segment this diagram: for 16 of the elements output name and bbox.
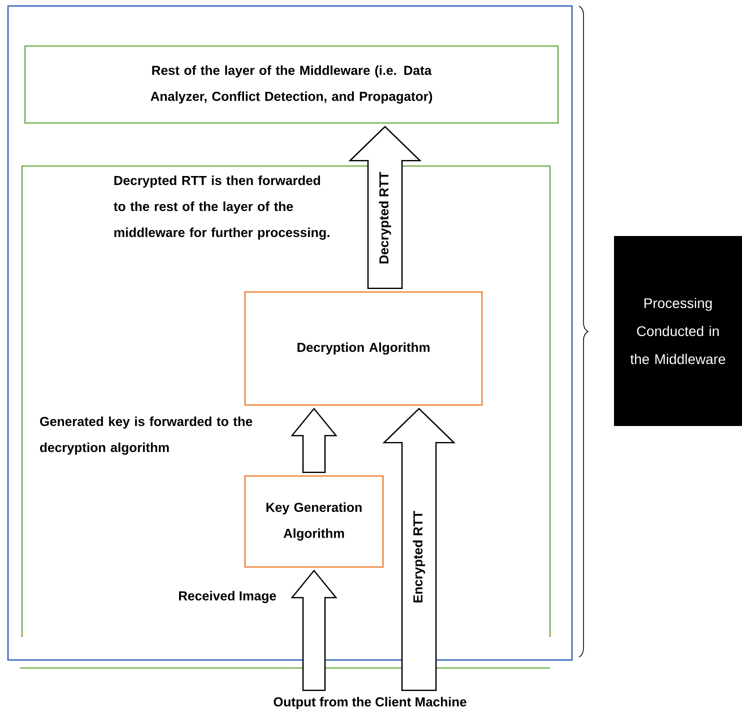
summary-box: Processing Conducted in the Middleware [614,236,742,426]
block-arrow [348,126,422,289]
edge-label: Received Image [179,590,276,604]
process-box: Key Generation Algorithm [244,475,384,568]
block-arrow [290,570,338,692]
module-box [20,165,551,669]
note-text: Decrypted RTT is then forwarded to the rest of the layer of the middleware for further processing. [114,176,330,240]
edge-label: Decrypted RTT [378,172,392,264]
block-arrow [290,408,338,473]
process-box: Decryption Algorithm [244,291,483,406]
frame-box [7,5,573,661]
layer-box: Rest of the layer of the Middleware (i.e. Data Analyzer, Conflict Detection, and Propagator) [24,45,559,124]
edge-label: Generated key is forwarded to the decryption algorithm [40,416,252,455]
block-arrow [382,408,456,692]
source-text: Output from the Client Machine [274,696,466,710]
edge-label: Encrypted RTT [412,510,426,602]
